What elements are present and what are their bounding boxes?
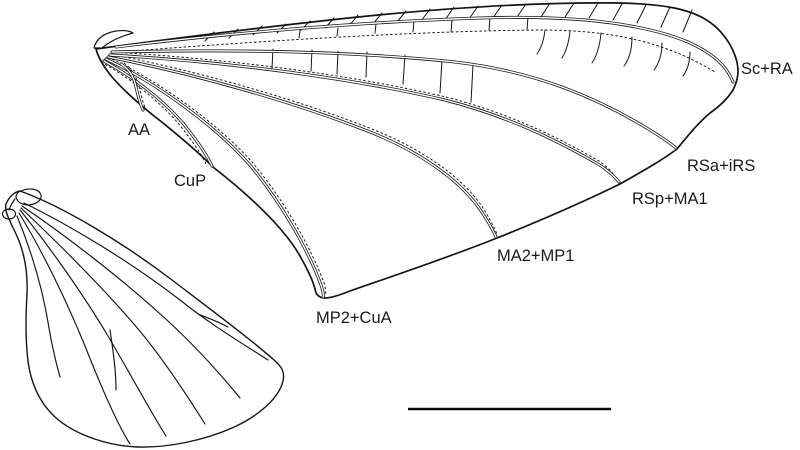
apical-veinlets	[536, 29, 691, 77]
rsp-fold-dashed	[110, 51, 616, 177]
vein-label-sc-ra: Sc+RA	[741, 60, 793, 78]
hindwing-vein-5	[18, 212, 131, 445]
hindwing-veinlet-1	[109, 329, 117, 391]
vein-label-rsa-irs: RSa+iRS	[687, 157, 755, 175]
hindwing-vein-1	[23, 202, 269, 361]
vein-label-mp2-cua: MP2+CuA	[316, 309, 392, 327]
vein-labels: Sc+RA RSa+iRS RSp+MA1 MA2+MP1 MP2+CuA Cu…	[128, 60, 793, 327]
vein-label-rsp-ma1: RSp+MA1	[632, 190, 708, 208]
radial-crossveins	[271, 48, 474, 103]
vein-label-cup: CuP	[174, 172, 206, 190]
subcostal-crossveins	[298, 16, 529, 39]
mp2-fold-dashed	[107, 56, 327, 297]
hindwing	[1, 188, 285, 448]
forewing	[93, 2, 739, 299]
hindwing-base-stem	[8, 198, 16, 211]
forewing-base-knob	[93, 30, 134, 49]
forewing-outline	[95, 2, 739, 299]
hindwing-vein-3	[20, 207, 206, 425]
vein-label-ma2-mp1: MA2+MP1	[497, 247, 575, 265]
hindwing-veinlet-2	[197, 313, 229, 328]
hindwing-vein-2	[21, 205, 241, 399]
vein-label-aa: AA	[128, 121, 150, 139]
hindwing-anal-vein	[16, 215, 61, 378]
subcostal-fold-dashed	[117, 29, 716, 73]
hindwing-vein-4	[19, 209, 167, 437]
ma2-fold-dashed	[109, 53, 498, 235]
hindwing-outline	[4, 190, 285, 448]
